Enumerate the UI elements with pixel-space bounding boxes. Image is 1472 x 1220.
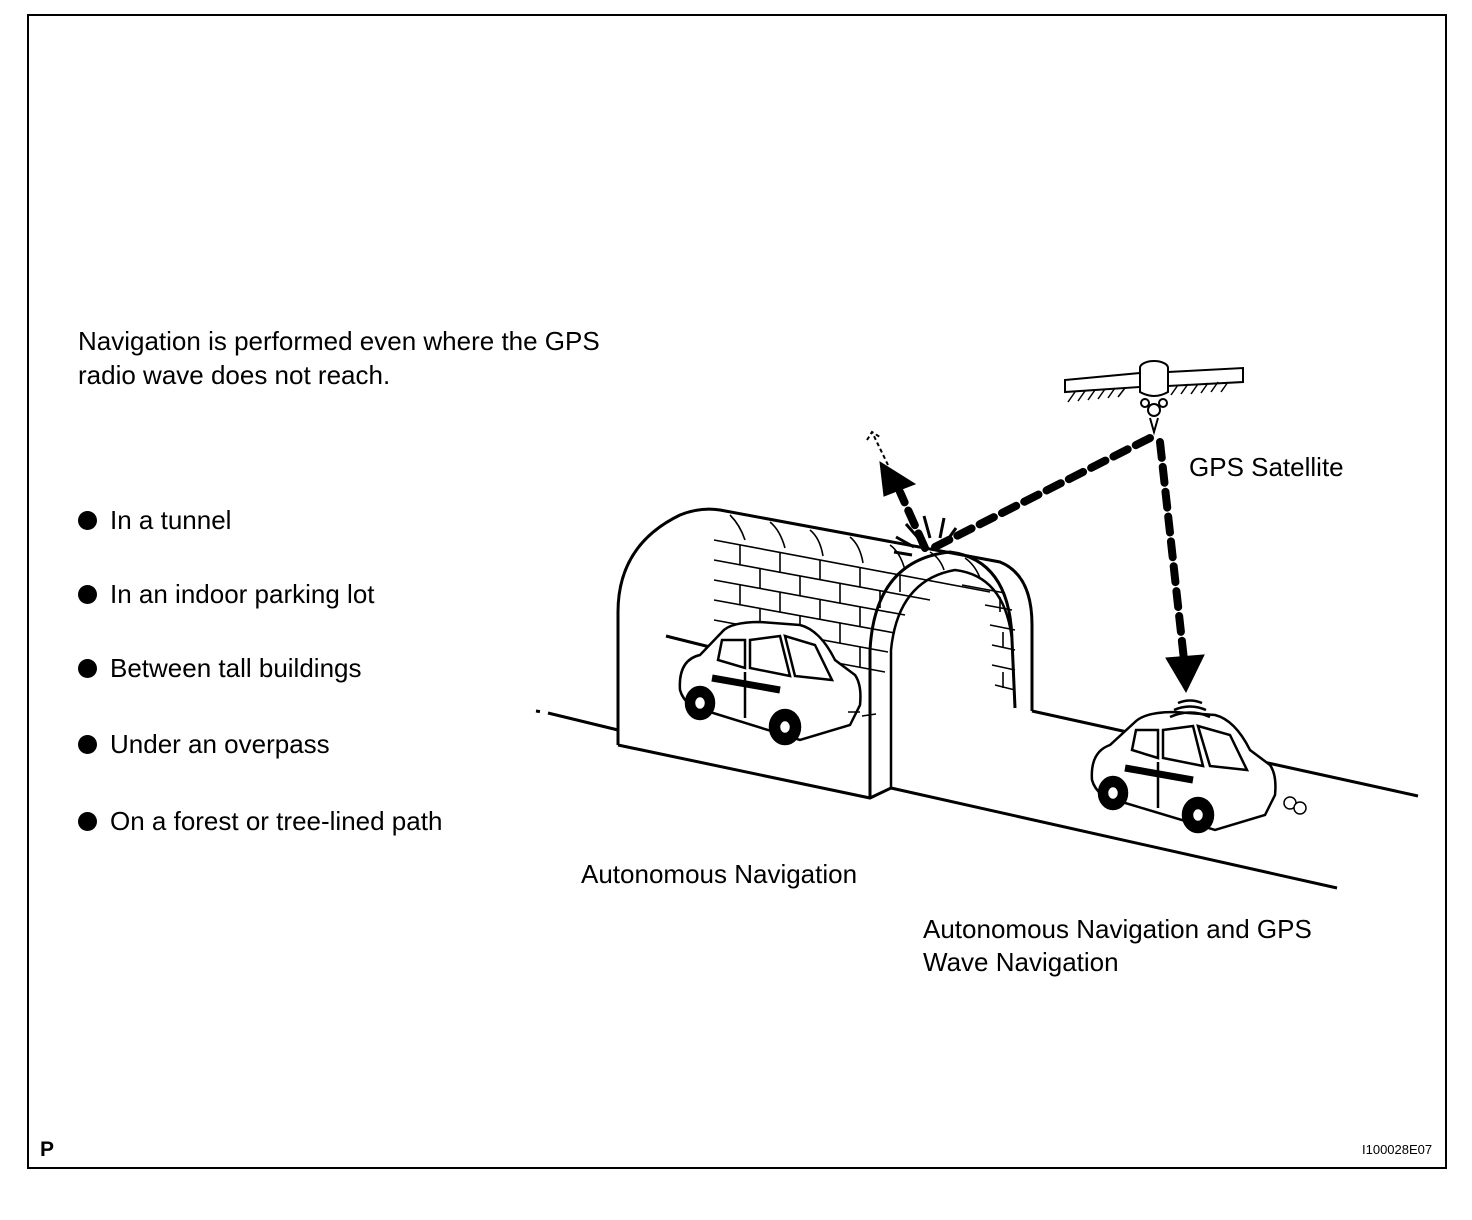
condition-item-forest-path: On a forest or tree-lined path: [78, 804, 442, 838]
autonomous-label: Autonomous Navigation: [581, 859, 858, 889]
condition-item-tall-buildings: Between tall buildings: [78, 651, 362, 685]
bullet-dot-icon: [78, 584, 97, 604]
gps-signal-paths: [896, 434, 1188, 664]
condition-label: Under an overpass: [110, 729, 330, 759]
condition-label: In an indoor parking lot: [110, 579, 375, 609]
bullet-dot-icon: [78, 734, 97, 754]
condition-label: Between tall buildings: [110, 653, 362, 683]
intro-text: Navigation is performed even where the G…: [78, 326, 600, 390]
satellite-label: GPS Satellite: [1189, 452, 1344, 482]
signal-wave-icon: [1169, 699, 1211, 719]
condition-item-tunnel: In a tunnel: [78, 503, 231, 537]
reflection-marks: [893, 515, 958, 557]
condition-item-overpass: Under an overpass: [78, 727, 330, 761]
car-icon-road: [1090, 710, 1307, 834]
corner-letter: P: [40, 1138, 55, 1161]
condition-item-parking-lot: In an indoor parking lot: [78, 577, 375, 611]
condition-label: On a forest or tree-lined path: [110, 806, 443, 836]
figure-frame: [27, 14, 1447, 1169]
figure-code: I100028E07: [1362, 1142, 1433, 1157]
bullet-dot-icon: [78, 658, 97, 678]
bullet-dot-icon: [78, 811, 97, 831]
signal-arrowheads: [879, 461, 1205, 694]
bullet-dot-icon: [78, 510, 97, 530]
gps-satellite-icon: [1064, 360, 1244, 436]
condition-label: In a tunnel: [110, 505, 232, 535]
road: [535, 634, 1419, 890]
car-icon-tunnel: [678, 620, 877, 746]
combined-navigation-label: Autonomous Navigation and GPS Wave Navig…: [923, 914, 1312, 977]
deflected-arrow-tip: [866, 430, 889, 466]
